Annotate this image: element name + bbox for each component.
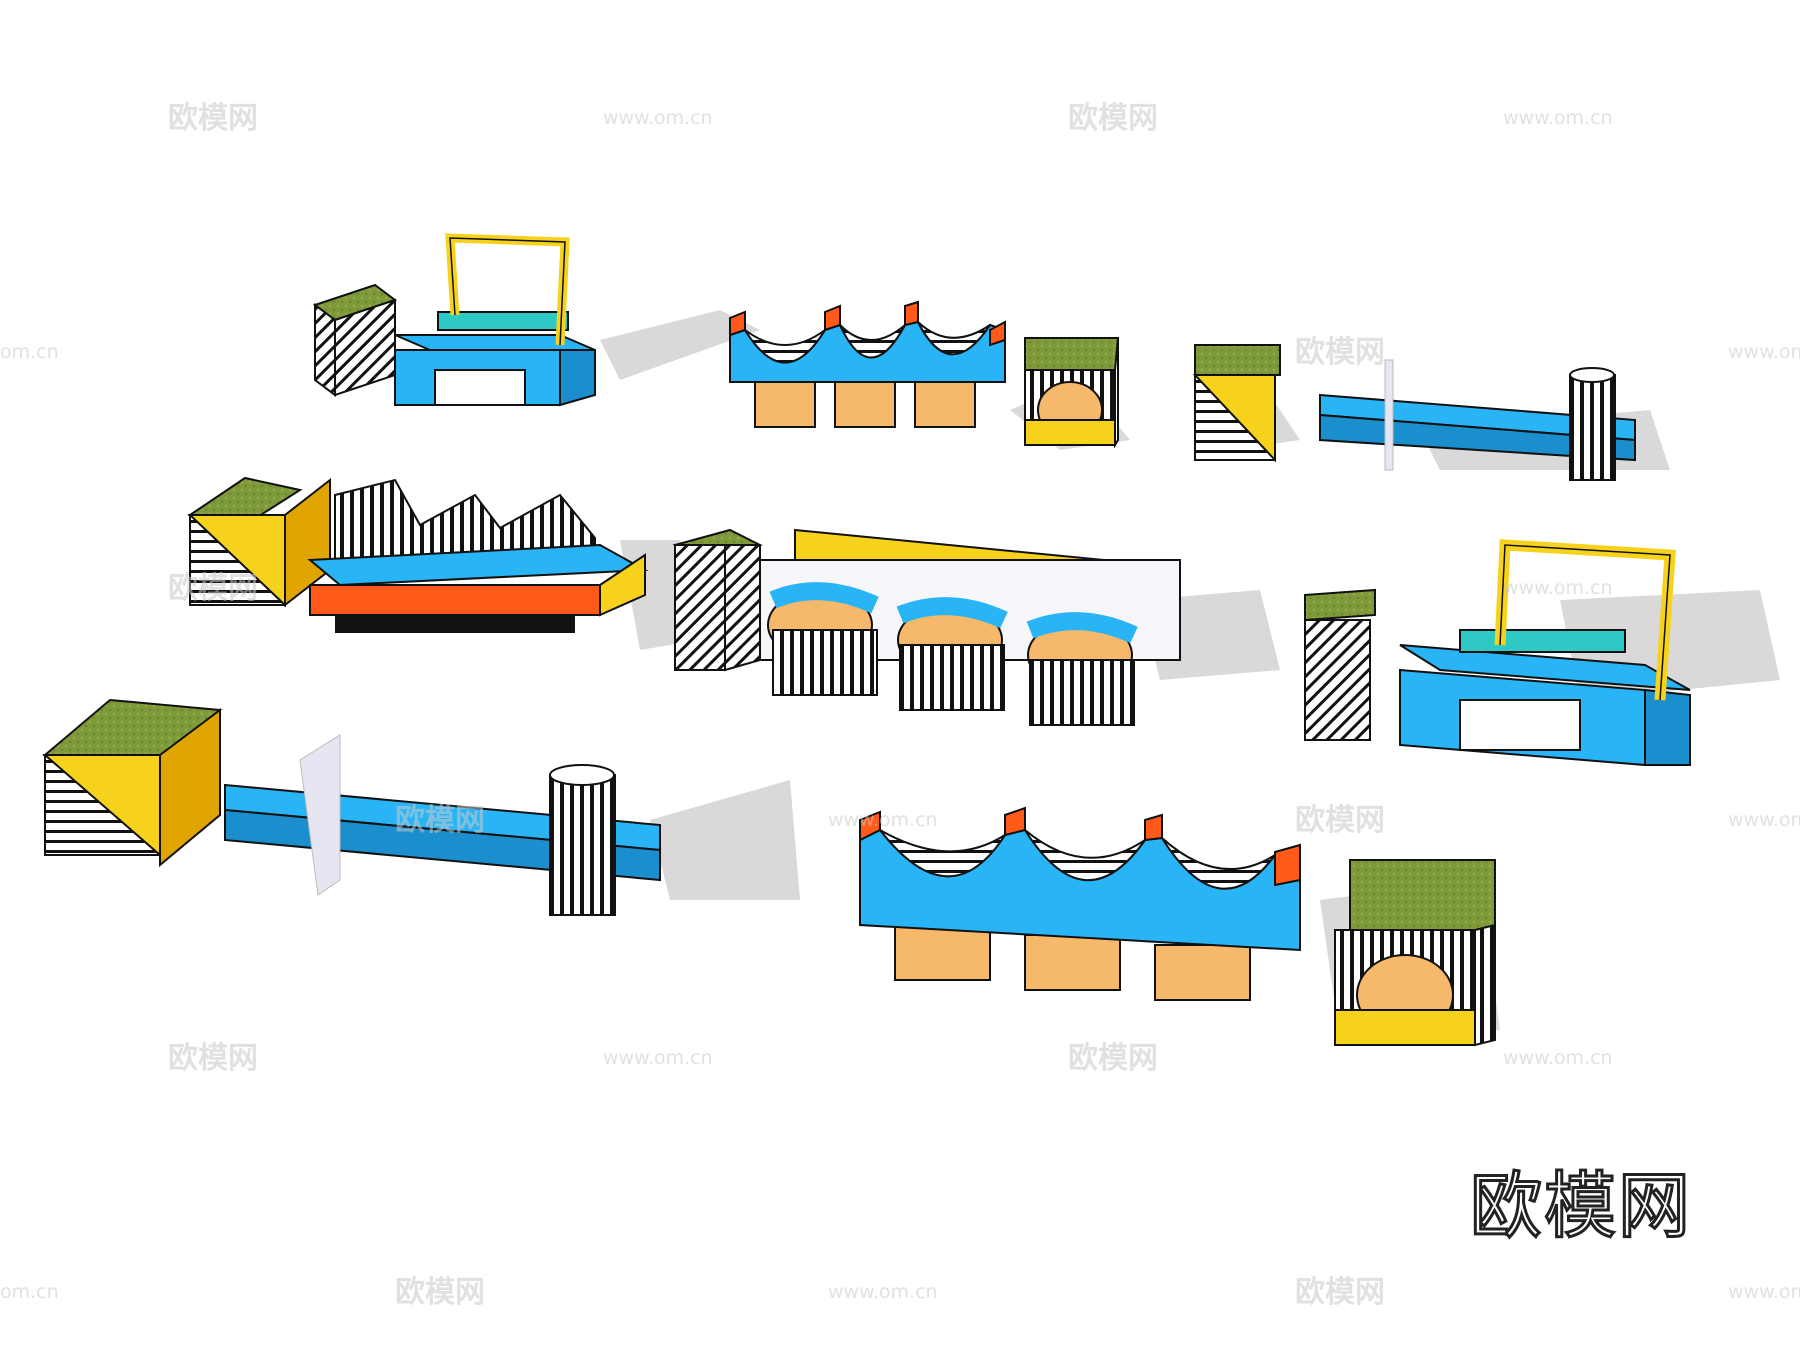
wave-seat-module-a[interactable] (729, 300, 1006, 428)
long-bench-module-a[interactable] (1319, 359, 1636, 481)
watermark-cn: 欧模网 (1068, 101, 1158, 136)
wave-seat-module-b[interactable] (859, 806, 1301, 1001)
cube-planter-module-c[interactable] (42, 698, 223, 868)
cube-planter-module-b[interactable] (1192, 344, 1281, 463)
watermark-url: www.om.cn (1503, 107, 1613, 129)
watermark-cn: 欧模网 (168, 571, 258, 606)
watermark-url: www.om.cn (1728, 809, 1800, 831)
watermark-cn: 欧模网 (1295, 803, 1385, 838)
bench-frame-module-a[interactable] (312, 233, 596, 407)
watermark-cn: 欧模网 (395, 1275, 485, 1310)
watermark-cn: 欧模网 (168, 101, 258, 136)
watermark-url: www.om.cn (1728, 1281, 1800, 1303)
watermark-url: www.om.cn (828, 1281, 938, 1303)
watermark-url: www.om.cn (603, 107, 713, 129)
watermark-url: www.om.cn (1503, 577, 1613, 599)
watermark-url: www.om.cn (1728, 341, 1800, 363)
round-seat-module[interactable] (672, 528, 1181, 726)
watermark-cn: 欧模网 (168, 1041, 258, 1076)
cube-planter-module-d[interactable] (1334, 859, 1496, 1047)
watermark-cn: 欧模网 (1068, 1041, 1158, 1076)
watermark-url: www.om.cn (603, 1047, 713, 1069)
cube-planter-module-a[interactable] (1024, 337, 1119, 449)
bench-frame-module-b[interactable] (1304, 539, 1691, 767)
watermark-url: om.cn (0, 1281, 59, 1303)
watermark-cn: 欧模网 (1295, 1275, 1385, 1310)
brand-logo: 欧模网 (1468, 1163, 1692, 1250)
watermark-url: www.om.cn (1503, 1047, 1613, 1069)
watermark-url: www.om.cn (828, 809, 938, 831)
watermark-cn: 欧模网 (395, 803, 485, 838)
watermark-url: om.cn (0, 341, 59, 363)
long-bench-module-b[interactable] (224, 734, 661, 916)
watermark-layer: 欧模网 www.om.cn 欧模网 www.om.cn om.cn 欧模网 ww… (0, 101, 1800, 1310)
watermark-cn: 欧模网 (1295, 335, 1385, 370)
zigzag-sofa-module[interactable] (187, 476, 649, 633)
